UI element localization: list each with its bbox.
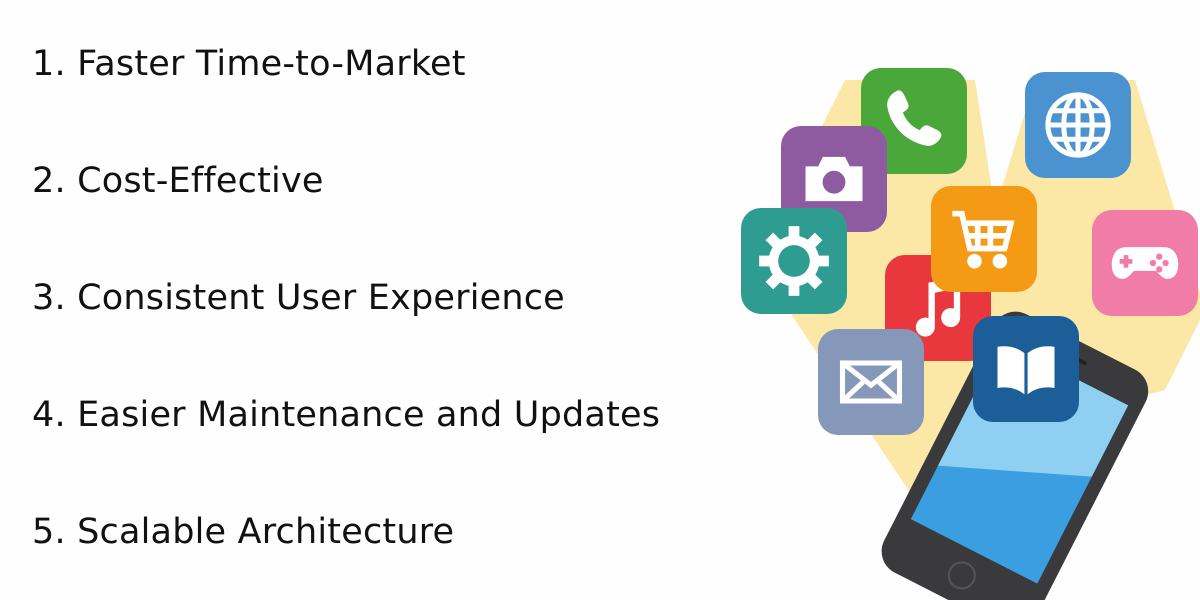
benefit-item-2: 2. Cost-Effective bbox=[32, 161, 324, 201]
benefit-item-3: 3. Consistent User Experience bbox=[32, 278, 565, 318]
smartphone-apps-illustration bbox=[735, 60, 1200, 600]
gamepad-icon bbox=[1092, 210, 1198, 316]
benefit-item-4: 4. Easier Maintenance and Updates bbox=[32, 395, 661, 435]
globe-icon bbox=[1025, 72, 1131, 178]
benefit-item-5: 5. Scalable Architecture bbox=[32, 512, 455, 552]
mail-icon bbox=[818, 329, 924, 435]
benefit-item-1: 1. Faster Time-to-Market bbox=[32, 44, 466, 84]
book-icon bbox=[973, 316, 1079, 422]
cart-icon bbox=[931, 186, 1037, 292]
gear-icon bbox=[741, 208, 847, 314]
phone-icon bbox=[861, 68, 967, 174]
